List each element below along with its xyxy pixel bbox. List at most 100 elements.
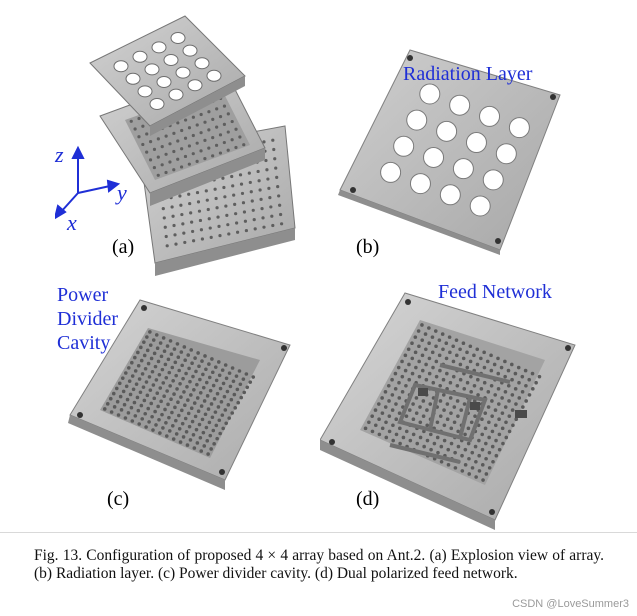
- pin: [145, 150, 149, 154]
- pin: [420, 368, 425, 373]
- pin: [151, 428, 155, 432]
- pin: [400, 390, 405, 394]
- pin: [164, 134, 168, 138]
- pin: [222, 185, 226, 190]
- pin: [251, 375, 256, 379]
- pin: [176, 355, 181, 360]
- pin: [270, 214, 274, 218]
- pin: [203, 120, 207, 124]
- pin: [442, 438, 447, 443]
- pin: [214, 423, 219, 428]
- radiating-hole: [175, 66, 191, 79]
- pin: [513, 371, 518, 376]
- pin: [380, 426, 385, 431]
- pin: [228, 384, 233, 389]
- pin: [453, 450, 457, 455]
- pin: [466, 441, 471, 446]
- pin: [123, 371, 128, 375]
- pin: [186, 353, 191, 357]
- pin: [165, 244, 169, 248]
- pin: [387, 414, 392, 418]
- pin: [224, 204, 228, 208]
- pin: [414, 365, 418, 370]
- pin: [168, 339, 173, 343]
- pin: [510, 393, 515, 397]
- pin: [497, 402, 501, 406]
- pin: [209, 235, 213, 239]
- pin: [520, 374, 525, 379]
- pin: [136, 363, 141, 368]
- pin: [141, 124, 145, 128]
- pin: [424, 347, 428, 352]
- pin: [217, 418, 222, 423]
- pin: [191, 374, 195, 379]
- pin: [473, 414, 477, 418]
- pin: [221, 381, 226, 386]
- pin: [199, 228, 204, 232]
- pin: [198, 218, 203, 223]
- pin: [171, 437, 176, 441]
- pin: [205, 394, 210, 398]
- pin: [213, 410, 218, 414]
- pin: [272, 147, 276, 152]
- pin: [534, 380, 538, 385]
- pin: [214, 143, 219, 147]
- pin: [198, 391, 203, 395]
- pin: [425, 408, 429, 412]
- pin: [500, 426, 505, 431]
- pin: [130, 360, 134, 365]
- pin: [234, 145, 238, 150]
- pin: [407, 377, 412, 382]
- pin: [521, 405, 525, 409]
- pin: [137, 377, 142, 381]
- pin: [472, 383, 477, 388]
- axis-z-label: z: [55, 142, 64, 167]
- pin: [430, 350, 435, 355]
- pin: [214, 378, 219, 383]
- radiating-hole: [393, 135, 415, 157]
- pin: [219, 400, 224, 404]
- pin: [115, 399, 120, 404]
- pin: [472, 353, 476, 358]
- pin: [506, 383, 511, 388]
- pin: [462, 402, 467, 406]
- pin: [215, 436, 219, 441]
- pin: [507, 414, 512, 418]
- pin: [380, 396, 384, 400]
- pin: [203, 354, 207, 358]
- pin: [201, 430, 206, 435]
- pin: [190, 220, 194, 224]
- pin: [256, 169, 260, 174]
- pin: [172, 392, 176, 396]
- pin: [166, 402, 170, 407]
- pin: [480, 432, 485, 437]
- pin: [137, 135, 141, 139]
- pin: [206, 207, 210, 212]
- pin: [267, 186, 271, 190]
- pin: [411, 432, 416, 437]
- pin: [235, 387, 240, 392]
- pin: [218, 133, 223, 137]
- pin: [428, 432, 433, 437]
- pin: [437, 353, 442, 358]
- pin: [173, 360, 178, 365]
- pin: [431, 365, 435, 370]
- pin: [408, 438, 413, 443]
- pin: [180, 421, 185, 426]
- pin: [156, 137, 160, 141]
- pin: [215, 206, 219, 210]
- pin: [477, 469, 482, 473]
- pin: [461, 356, 466, 361]
- panel-a-explosion-view: [55, 8, 315, 278]
- pin: [226, 223, 230, 227]
- pin: [427, 356, 432, 361]
- pin: [226, 112, 230, 116]
- pin: [232, 392, 237, 397]
- pin: [458, 347, 462, 352]
- pin: [127, 366, 131, 370]
- pin: [189, 348, 194, 352]
- pin: [191, 432, 196, 437]
- pin: [394, 432, 399, 437]
- pin: [393, 371, 398, 376]
- pin: [451, 344, 455, 349]
